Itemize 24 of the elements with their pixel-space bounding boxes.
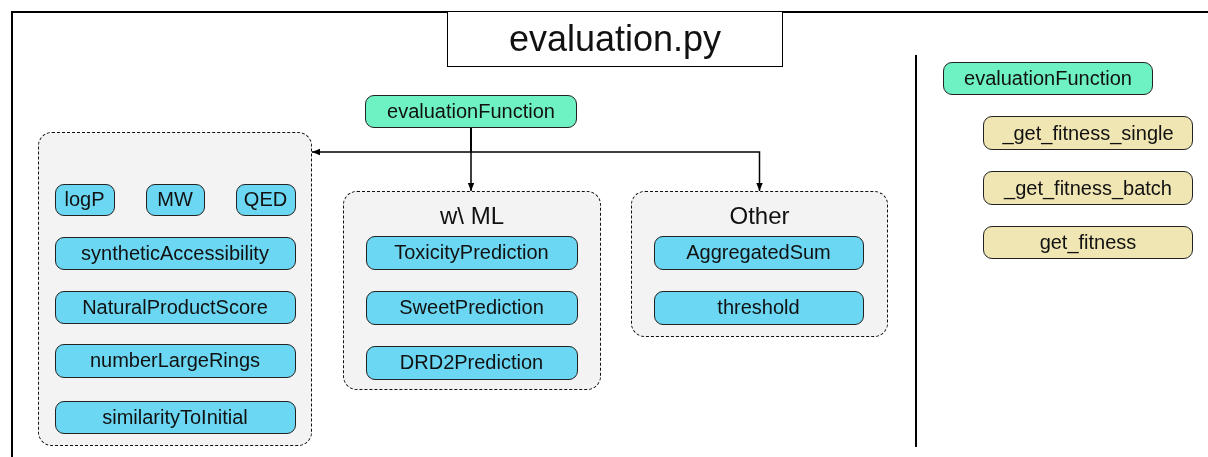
function-label: MW: [145, 183, 205, 216]
group-heading: Other: [728, 202, 791, 230]
function-label: AggregatedSum: [653, 235, 864, 270]
title: evaluation.py: [447, 12, 783, 67]
group-panel: [38, 132, 312, 446]
function-label: evaluationFunction: [365, 95, 577, 128]
function-label: QED: [235, 183, 296, 216]
group-heading: w\ ML: [439, 202, 505, 230]
function-label: _get_fitness_single: [983, 116, 1193, 150]
function-label: DRD2Prediction: [365, 345, 578, 380]
function-label: _get_fitness_batch: [983, 171, 1193, 205]
function-label: ToxicityPrediction: [365, 235, 578, 270]
function-label: evaluationFunction: [943, 62, 1153, 95]
group-panel: [631, 191, 888, 337]
function-label: syntheticAccessibility: [54, 236, 296, 270]
function-label: get_fitness: [983, 226, 1193, 259]
group-panel: [343, 191, 601, 390]
function-label: NaturalProductScore: [54, 290, 296, 324]
function-label: SweetPrediction: [365, 290, 578, 325]
function-label: threshold: [653, 290, 864, 325]
function-label: similarityToInitial: [54, 400, 296, 434]
function-label: numberLargeRings: [54, 343, 296, 378]
function-label: logP: [54, 183, 115, 216]
arrow: [470, 127, 763, 192]
